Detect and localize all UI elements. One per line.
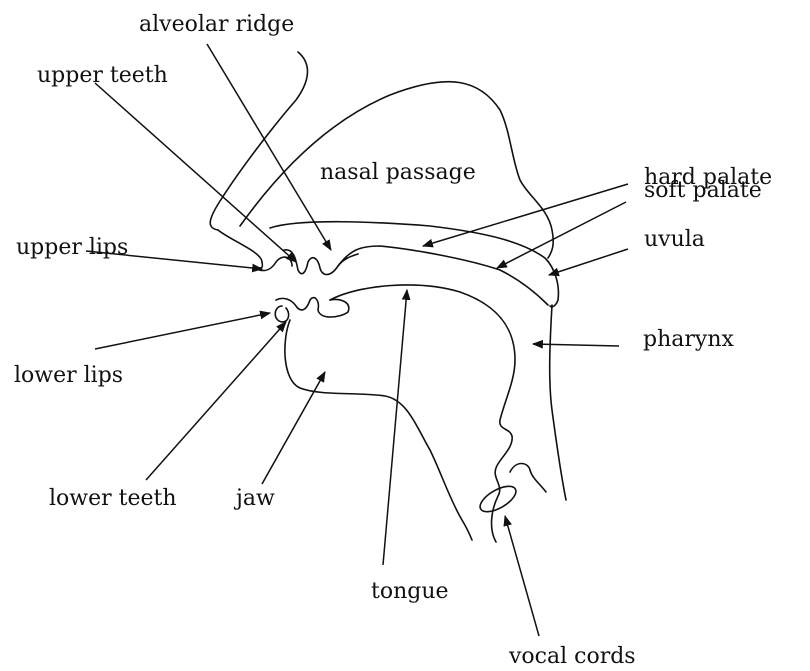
label-jaw: jaw [233,486,275,511]
label-vocal-cords: vocal cords [508,644,636,669]
alveolar-upper-mouth [218,230,292,270]
soft-palate-leader [497,202,626,268]
label-soft-palate: soft palate [644,178,762,203]
uvula-leader [549,249,628,275]
tongue-leader [383,290,407,565]
pharynx-wall [550,305,566,500]
lower-lips-leader [95,313,270,349]
label-tongue: tongue [371,579,449,604]
hard-palate-leader [423,184,628,246]
pharynx-leader [533,344,619,346]
vocal-cords-shape [476,481,520,517]
label-lower-lips: lower lips [14,363,123,388]
lips-outline [276,298,349,317]
label-nasal-passage: nasal passage [320,160,476,185]
lower-teeth-leader [146,322,286,480]
lower-lip-outline [275,306,288,322]
vocal-cords-leader [505,516,539,636]
tongue-outline [330,285,515,542]
label-lower-teeth: lower teeth [49,486,177,511]
jaw-outline [285,320,472,540]
nose-and-face-outline [210,52,307,230]
label-uvula: uvula [644,227,705,252]
hard-palate-outline [270,222,558,307]
jaw-leader [262,372,325,484]
label-upper-lips: upper lips [16,235,128,260]
soft-palate-outline [338,246,548,305]
alveolar-ridge-leader [207,44,331,250]
label-pharynx: pharynx [643,327,734,352]
larynx-outline [510,464,546,493]
label-upper-teeth: upper teeth [37,63,168,88]
label-alveolar-ridge: alveolar ridge [139,12,294,37]
